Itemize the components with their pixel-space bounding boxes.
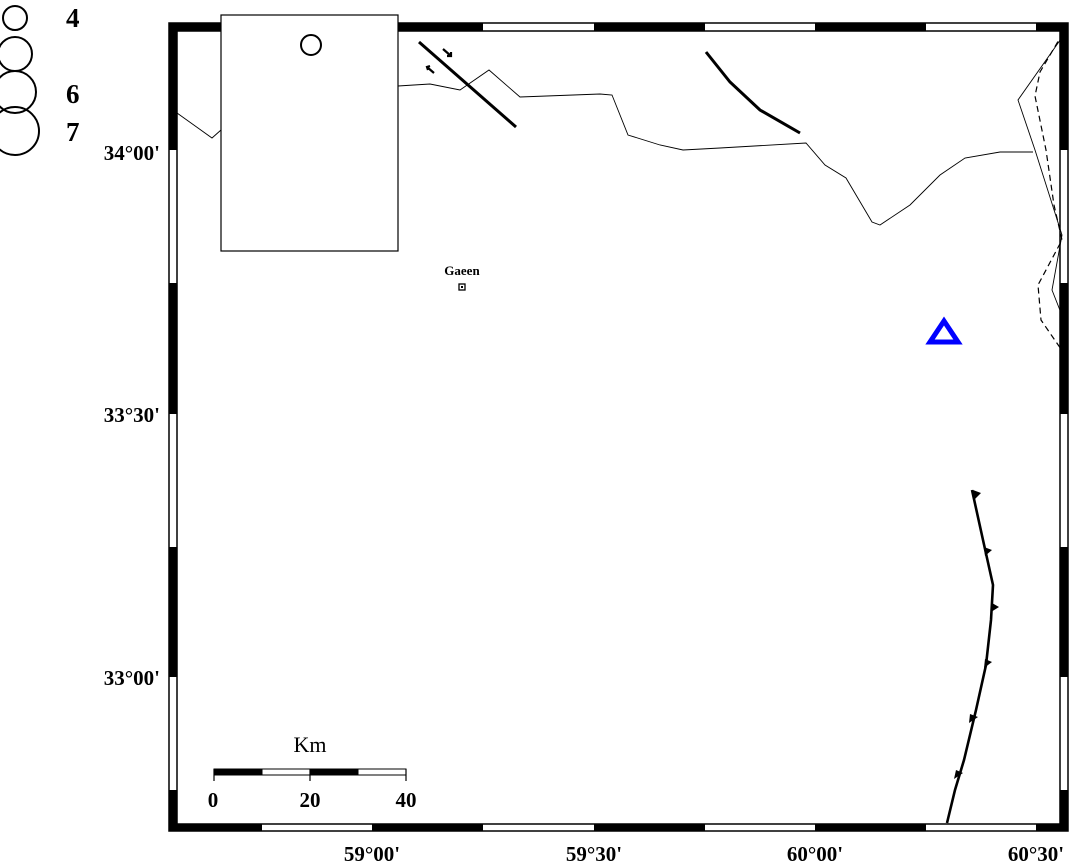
- legend-circle-m6: [0, 70, 37, 114]
- thrust-tooth: [984, 547, 992, 556]
- legend-label-7: 7: [66, 117, 80, 147]
- thrust-tooth: [969, 714, 978, 723]
- thrust-tooth: [984, 659, 992, 668]
- magnitude-legend: 4 6 7: [0, 3, 80, 156]
- frame-bar: [1060, 23, 1068, 150]
- frame-bar: [594, 824, 705, 831]
- scale-bar: Km 0 20 40: [208, 732, 417, 812]
- frame-bar: [1060, 790, 1068, 831]
- thrust-tooth: [991, 603, 999, 612]
- frame-bar: [1060, 283, 1068, 414]
- fault-2: [704, 51, 801, 135]
- frame-bar: [169, 790, 177, 831]
- lat-label-34-00: 34°00': [104, 141, 160, 165]
- fault-strike-slip-1: [418, 40, 517, 129]
- scale-label-40: 40: [396, 788, 417, 812]
- frame-bar: [169, 824, 262, 831]
- latitude-labels: 34°00' 33°30' 33°00': [104, 141, 160, 690]
- lat-label-33-30: 33°30': [104, 403, 160, 427]
- scale-seg-4: [357, 768, 407, 776]
- town-label: Gaeen: [444, 263, 480, 278]
- station-triangle-icon: [925, 316, 963, 345]
- boundary-line-west: [176, 112, 222, 139]
- town-square-dot: [461, 286, 463, 288]
- legend-circle-m4: [2, 5, 28, 31]
- frame-bar: [372, 23, 483, 31]
- international-border: [1034, 32, 1064, 353]
- lon-label-60-30: 60°30': [1008, 842, 1064, 863]
- epicenter-circle: [300, 34, 322, 56]
- fault-arrow-1: [425, 64, 435, 74]
- frame-bar: [169, 23, 177, 150]
- frame-bar: [169, 547, 177, 677]
- frame-bar: [169, 23, 262, 31]
- legend-label-6: 6: [66, 79, 80, 109]
- frame-bar: [169, 283, 177, 414]
- scale-seg-1: [213, 768, 263, 776]
- inset-box: [220, 14, 399, 252]
- legend-circle-m7: [0, 106, 40, 156]
- frame-checker-bars: [169, 23, 1068, 831]
- lon-label-60-00: 60°00': [787, 842, 843, 863]
- lon-label-59-30: 59°30': [566, 842, 622, 863]
- lat-label-33-00: 33°00': [104, 666, 160, 690]
- legend-circle-m5: [0, 36, 33, 72]
- frame-bar: [815, 23, 926, 31]
- province-boundaries: [176, 35, 1064, 319]
- fault-arrow-2: [442, 48, 453, 58]
- thrust-tooth: [973, 490, 981, 499]
- scale-label-20: 20: [300, 788, 321, 812]
- frame-bar: [372, 824, 483, 831]
- frame-bar: [1060, 547, 1068, 677]
- frame-bar: [815, 824, 926, 831]
- inset-rectangle: [220, 14, 399, 252]
- faults: [418, 40, 999, 824]
- legend-label-4: 4: [66, 3, 80, 33]
- frame-bar: [594, 23, 705, 31]
- scale-seg-3: [309, 768, 359, 776]
- scale-seg-2: [261, 768, 311, 776]
- scale-label-0: 0: [208, 788, 219, 812]
- longitude-labels: 59°00' 59°30' 60°00' 60°30': [344, 842, 1064, 863]
- lon-label-59-00: 59°00': [344, 842, 400, 863]
- thrust-teeth: [954, 490, 999, 779]
- boundary-line-north: [397, 69, 1033, 226]
- town-gaeen: Gaeen: [444, 263, 480, 291]
- frame-bar: [1036, 23, 1068, 31]
- thrust-tooth: [954, 770, 963, 779]
- scale-bar-unit: Km: [294, 732, 327, 757]
- boundary-line-east: [1017, 35, 1064, 319]
- frame-bar: [1036, 824, 1068, 831]
